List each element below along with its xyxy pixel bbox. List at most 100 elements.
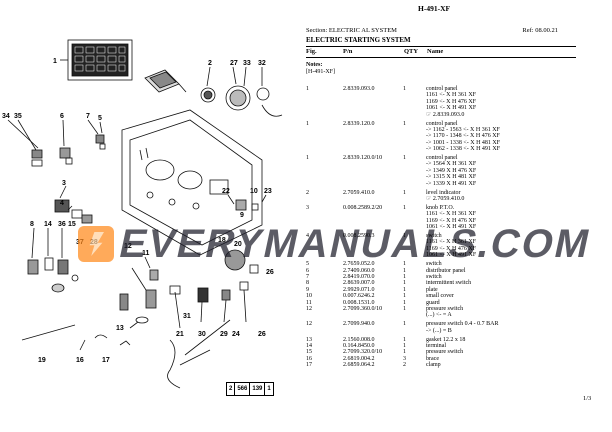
row-fig: 15 (306, 349, 312, 356)
diagram-reference-box: 2 566 139 1 (226, 382, 274, 396)
col-pn: P/n (343, 48, 353, 55)
row-qty: 1 (403, 233, 406, 240)
row-part-number: 2.7059.410.0 (343, 189, 375, 196)
row-name-detail: 1061 <- X H 491 XF (426, 252, 477, 259)
svg-text:1: 1 (53, 58, 57, 65)
diagram-callouts: 1 2 27 33 32 34 35 6 7 5 3 4 22 10 23 9 … (2, 58, 274, 364)
row-name-detail: 1061 <- X H 491 XF (426, 224, 477, 231)
row-name-detail: -> 1564 X H 361 XF (426, 161, 477, 168)
row-qty: 1 (403, 306, 406, 312)
row-name: brace (426, 356, 586, 362)
row-part-number: 2.1560.008.0 (343, 336, 375, 343)
row-qty: 1 (403, 155, 406, 162)
row-part-number: 0.008.1531.0 (343, 299, 375, 306)
row-name-main: switch (426, 233, 442, 240)
svg-text:30: 30 (198, 331, 206, 338)
svg-text:3: 3 (62, 180, 66, 187)
row-name-detail: 1161 <- X H 361 XF (426, 211, 476, 218)
row-qty: 1 (403, 286, 406, 293)
row-part-number: 2.7659.052.0 (343, 261, 375, 268)
svg-text:31: 31 (183, 313, 191, 320)
row-name: small cover (426, 293, 586, 299)
row-part-number: 2.6859.064.2 (343, 362, 375, 369)
section-label: Section: ELECTRIC AL SYSTEM (306, 27, 397, 34)
page-title: ELECTRIC STARTING SYSTEM (306, 36, 411, 44)
row-fig: 4 (306, 233, 309, 240)
row-name: level indicator☞ 2.7059.410.0 (426, 190, 586, 203)
row-part-number: 0.008.2590.3 (343, 233, 375, 240)
row-fig: 11 (306, 299, 312, 306)
page-number: 1/3 (583, 395, 592, 402)
row-part-number: 2.7099.940.0 (343, 321, 375, 328)
svg-text:4: 4 (60, 200, 64, 207)
row-name-main: level indicator (426, 189, 461, 196)
row-part-number: 0.164.8450.0 (343, 343, 375, 350)
svg-text:7: 7 (86, 113, 90, 120)
row-name: control panel-> 1162 - 1563 <- X H 361 X… (426, 121, 586, 153)
row-name-detail: ☞ 2.7059.410.0 (426, 196, 465, 202)
row-qty: 1 (403, 343, 406, 350)
ref-box-part-1: 2 (229, 386, 233, 392)
row-qty: 1 (403, 120, 406, 127)
row-name-main: pressure switch (426, 349, 464, 356)
row-name-detail: 1169 <- X H 476 XF (426, 217, 476, 224)
section-ref: Ref: 08.00.21 (522, 27, 558, 34)
row-name: intermittent switch (426, 280, 586, 286)
svg-text:12: 12 (124, 243, 132, 250)
diagram-drawing: 1 2 27 33 32 34 35 6 7 5 3 4 22 10 23 9 … (2, 39, 283, 389)
row-name: distributor panel (426, 268, 586, 274)
row-fig: 1 (306, 155, 309, 162)
row-name: gasket 12.2 x 18 (426, 337, 586, 343)
row-fig: 5 (306, 261, 309, 268)
row-part-number: 2.8339.120.0 (343, 120, 375, 127)
row-name: switch (426, 274, 586, 280)
row-part-number: 2.9929.071.0 (343, 286, 375, 293)
row-fig: 10 (306, 293, 312, 300)
row-fig: 6 (306, 267, 309, 274)
svg-text:17: 17 (102, 357, 110, 364)
svg-text:21: 21 (176, 331, 184, 338)
row-fig: 3 (306, 204, 309, 211)
row-qty: 1 (403, 293, 406, 300)
row-name-main: pressure switch 0.4 - 0.7 BAR (426, 321, 499, 328)
row-name: pressure switch 0.4 - 0.7 BAR-> (...) = … (426, 321, 586, 334)
row-qty: 1 (403, 321, 406, 328)
row-qty: 1 (403, 261, 406, 268)
parts-row: 9 2.9929.071.0 1 plate (306, 287, 586, 293)
row-qty: 1 (403, 86, 406, 92)
row-name-main: intermittent switch (426, 280, 472, 287)
row-qty: 1 (403, 336, 406, 343)
row-part-number: 2.8339.120.0/10 (343, 155, 383, 162)
row-qty: 1 (403, 299, 406, 306)
svg-text:33: 33 (243, 60, 251, 67)
notes: Notes: [H-491-XF] (306, 62, 335, 76)
row-part-number: 2.7099.320.0/10 (343, 349, 383, 356)
row-fig: 9 (306, 286, 309, 293)
row-name-main: brace (426, 355, 439, 362)
row-name: clamp (426, 362, 586, 368)
row-name: plate (426, 287, 586, 293)
row-name-detail: 1161 <- X H 361 XF (426, 92, 476, 99)
row-name: control panel-> 1564 X H 361 XF-> 1349 X… (426, 155, 586, 187)
row-fig: 13 (306, 336, 312, 343)
svg-text:14: 14 (44, 221, 52, 228)
ref-box-part-3: 139 (249, 383, 264, 395)
row-qty: 1 (403, 267, 406, 274)
svg-text:22: 22 (222, 188, 230, 195)
row-name: pressure switch (426, 349, 586, 355)
svg-text:19: 19 (38, 357, 46, 364)
watermark-logo-icon (78, 226, 114, 262)
notes-text: [H-491-XF] (306, 69, 335, 75)
model-header: H-491-XF (418, 4, 451, 13)
row-name-detail: -> 1349 X H 476 XF (426, 167, 477, 174)
